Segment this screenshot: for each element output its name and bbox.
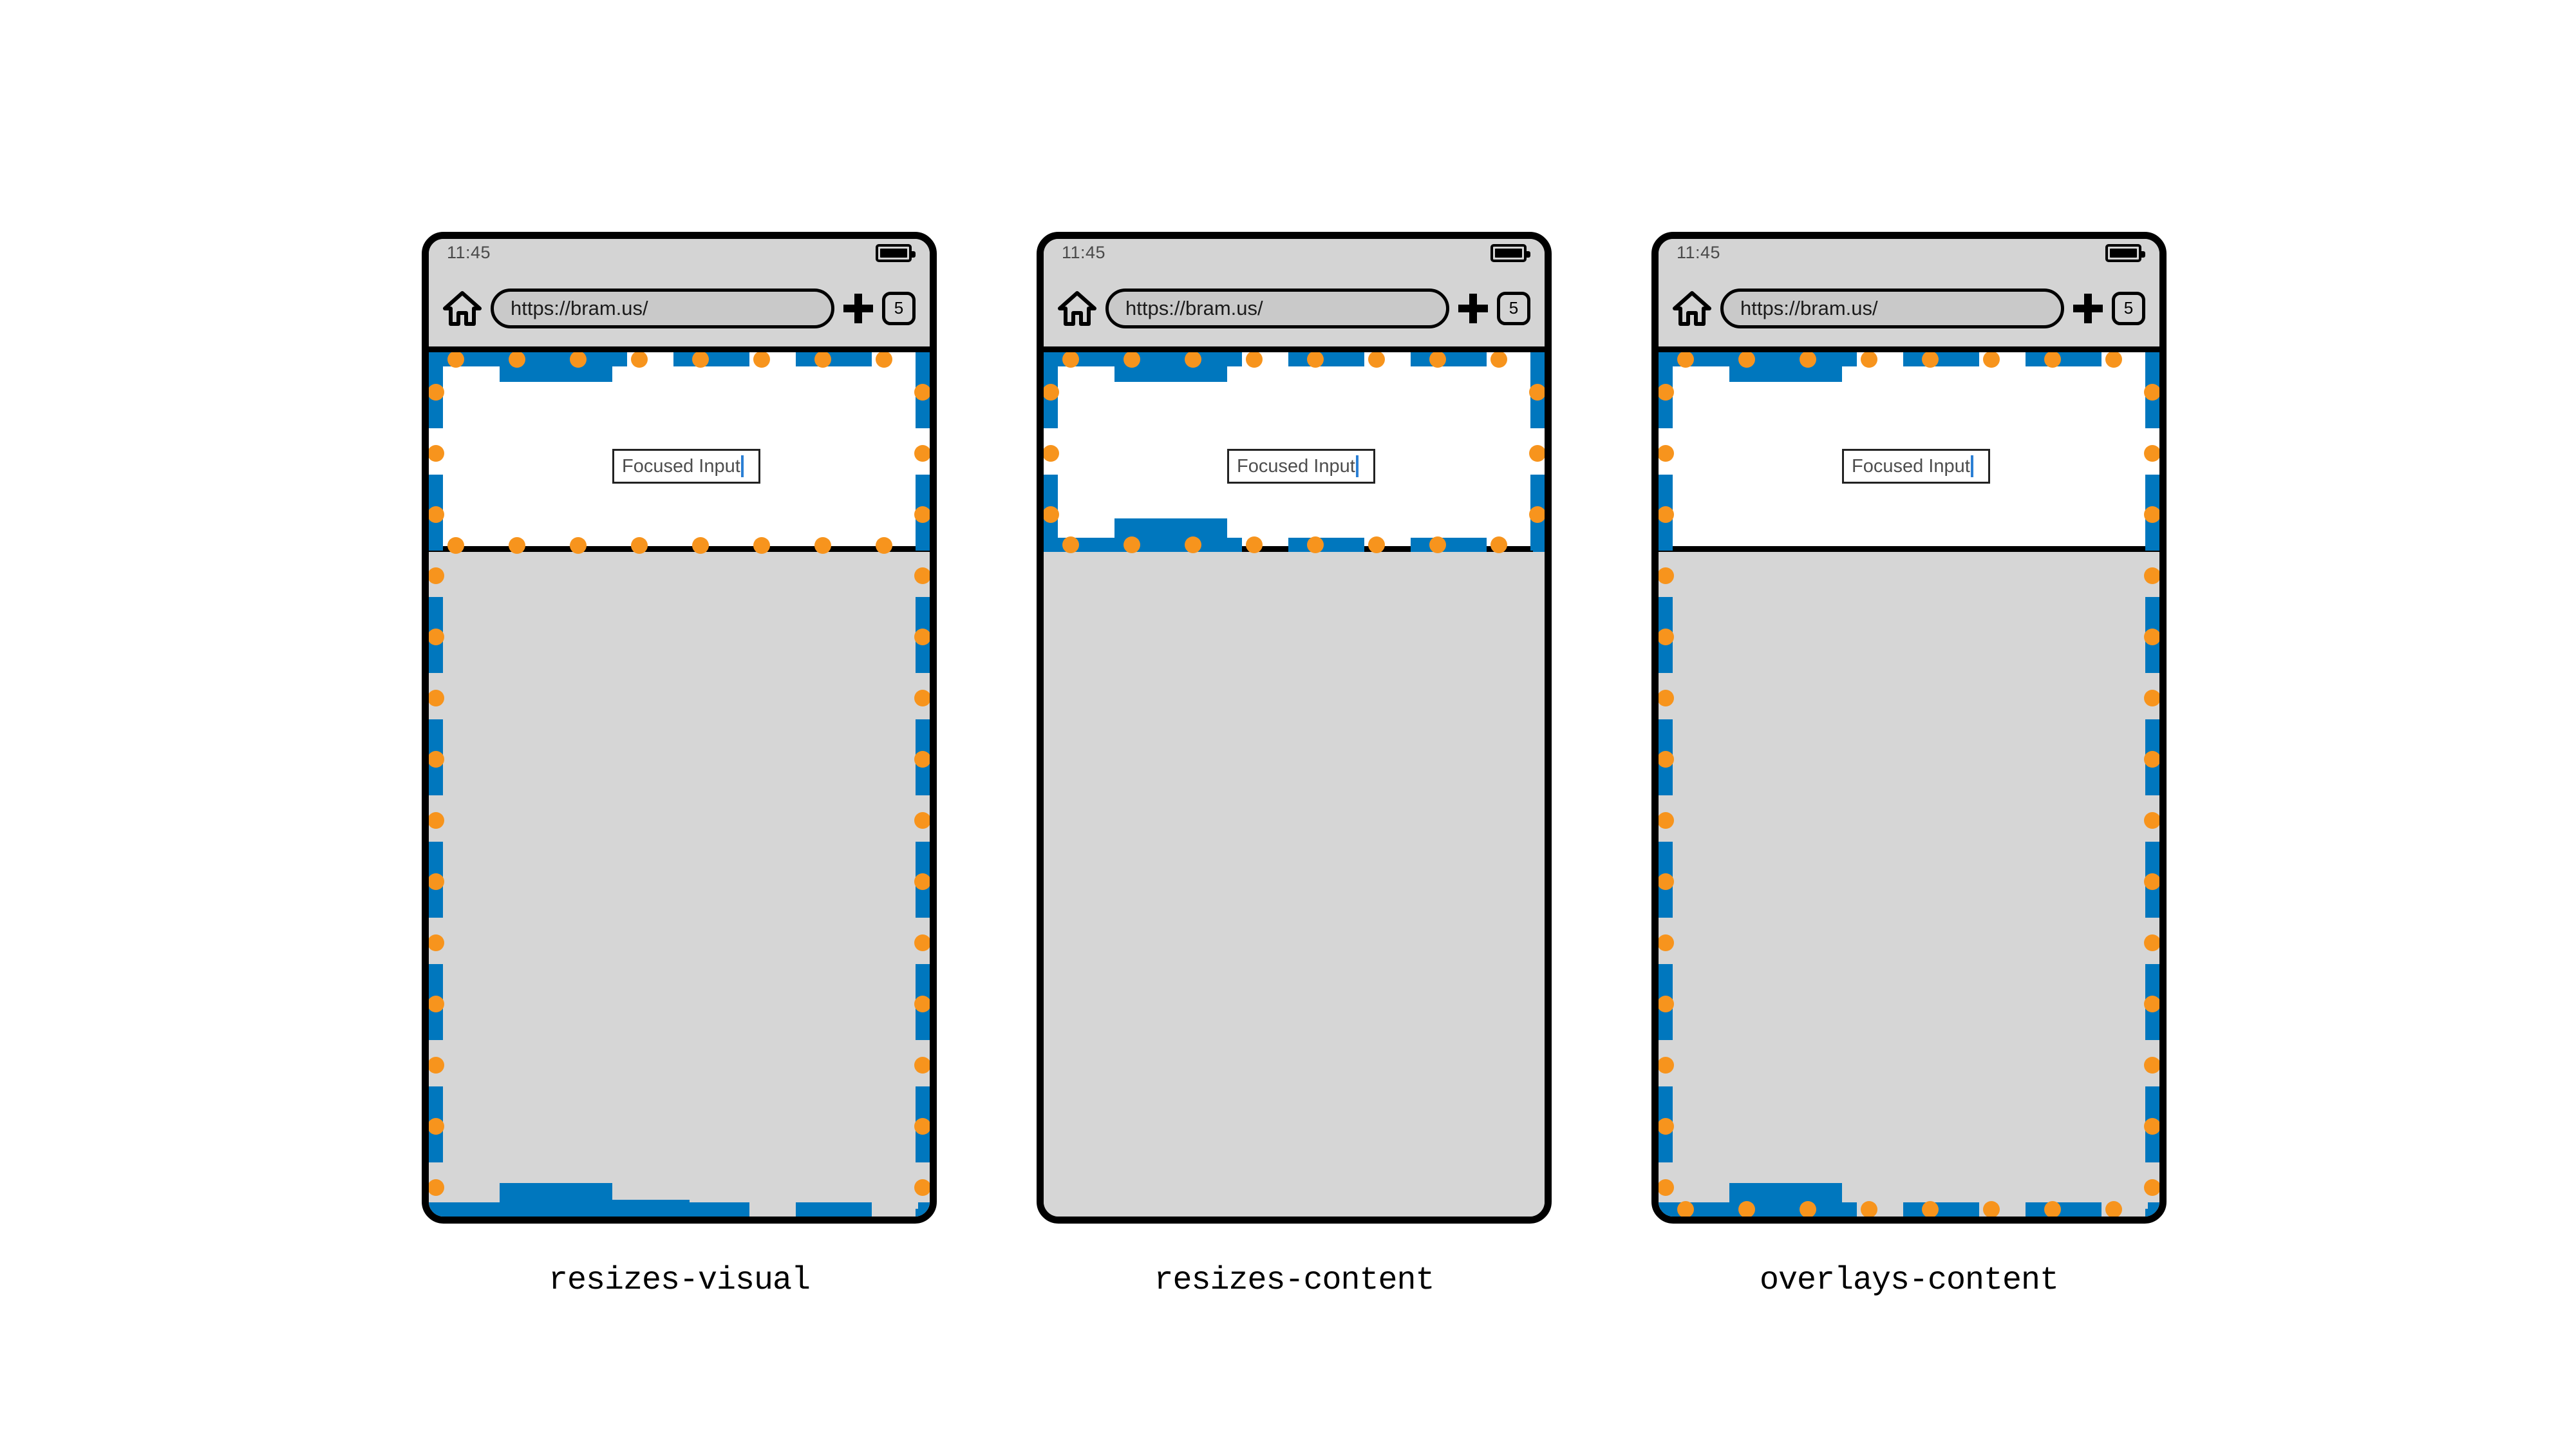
url-bar[interactable]: https://bram.us/ [491, 288, 834, 328]
panel-overlays-content: 11:45 https://bram.us/ 5 [1651, 232, 2167, 1224]
phone-screen: Focused Input [1659, 351, 2159, 1217]
url-bar[interactable]: https://bram.us/ [1720, 288, 2064, 328]
status-bar: 11:45 [1659, 239, 2159, 270]
browser-chrome: 11:45 https://bram.us/ 5 [1044, 239, 1545, 352]
virtual-keyboard[interactable] [1044, 552, 1545, 1217]
tab-count-label: 5 [1509, 298, 1519, 317]
url-text: https://bram.us/ [511, 296, 648, 319]
panel-caption-resizes-content: resizes-content [1154, 1262, 1434, 1299]
plus-icon[interactable] [1458, 293, 1488, 323]
url-text: https://bram.us/ [1740, 296, 1878, 319]
battery-full-icon [2105, 244, 2145, 262]
tab-count-label: 5 [894, 298, 904, 317]
status-clock: 11:45 [447, 243, 491, 262]
focused-input[interactable]: Focused Input [1227, 449, 1375, 484]
focused-input-value: Focused Input [1237, 455, 1355, 477]
tab-count-label: 5 [2123, 298, 2134, 317]
text-caret [1355, 455, 1359, 477]
status-clock: 11:45 [1677, 243, 1721, 262]
panel-resizes-visual: 11:45 https://bram.us/ 5 [422, 232, 937, 1224]
url-text: https://bram.us/ [1125, 296, 1263, 319]
url-bar[interactable]: https://bram.us/ [1105, 288, 1449, 328]
browser-toolbar: https://bram.us/ 5 [1659, 270, 2159, 346]
status-bar: 11:45 [429, 239, 930, 270]
panel-resizes-content: 11:45 https://bram.us/ 5 [1037, 232, 1552, 1224]
phone-screen: Focused Input [1044, 351, 1545, 1217]
text-caret [740, 455, 744, 477]
home-icon[interactable] [443, 290, 482, 326]
virtual-keyboard[interactable] [1659, 552, 2159, 1217]
plus-icon[interactable] [843, 293, 873, 323]
home-icon[interactable] [1673, 290, 1711, 326]
phone-screen: Focused Input [429, 351, 930, 1217]
focused-input[interactable]: Focused Input [1842, 449, 1990, 484]
focused-input[interactable]: Focused Input [612, 449, 760, 484]
browser-toolbar: https://bram.us/ 5 [429, 270, 930, 346]
phone-device: 11:45 https://bram.us/ 5 [1037, 232, 1552, 1224]
panel-caption-overlays-content: overlays-content [1759, 1262, 2059, 1299]
plus-icon[interactable] [2073, 293, 2103, 323]
battery-full-icon [1490, 244, 1530, 262]
focused-input-value: Focused Input [622, 455, 740, 477]
tab-count-button[interactable]: 5 [882, 291, 916, 325]
browser-toolbar: https://bram.us/ 5 [1044, 270, 1545, 346]
browser-chrome: 11:45 https://bram.us/ 5 [429, 239, 930, 352]
panel-caption-resizes-visual: resizes-visual [548, 1262, 811, 1299]
tab-count-button[interactable]: 5 [2112, 291, 2145, 325]
phone-device: 11:45 https://bram.us/ 5 [422, 232, 937, 1224]
focused-input-value: Focused Input [1852, 455, 1970, 477]
status-clock: 11:45 [1062, 243, 1106, 262]
text-caret [1970, 455, 1973, 477]
tab-count-button[interactable]: 5 [1497, 291, 1530, 325]
battery-full-icon [876, 244, 916, 262]
home-icon[interactable] [1058, 290, 1096, 326]
phone-device: 11:45 https://bram.us/ 5 [1651, 232, 2167, 1224]
browser-chrome: 11:45 https://bram.us/ 5 [1659, 239, 2159, 352]
virtual-keyboard[interactable] [429, 552, 930, 1217]
status-bar: 11:45 [1044, 239, 1545, 270]
